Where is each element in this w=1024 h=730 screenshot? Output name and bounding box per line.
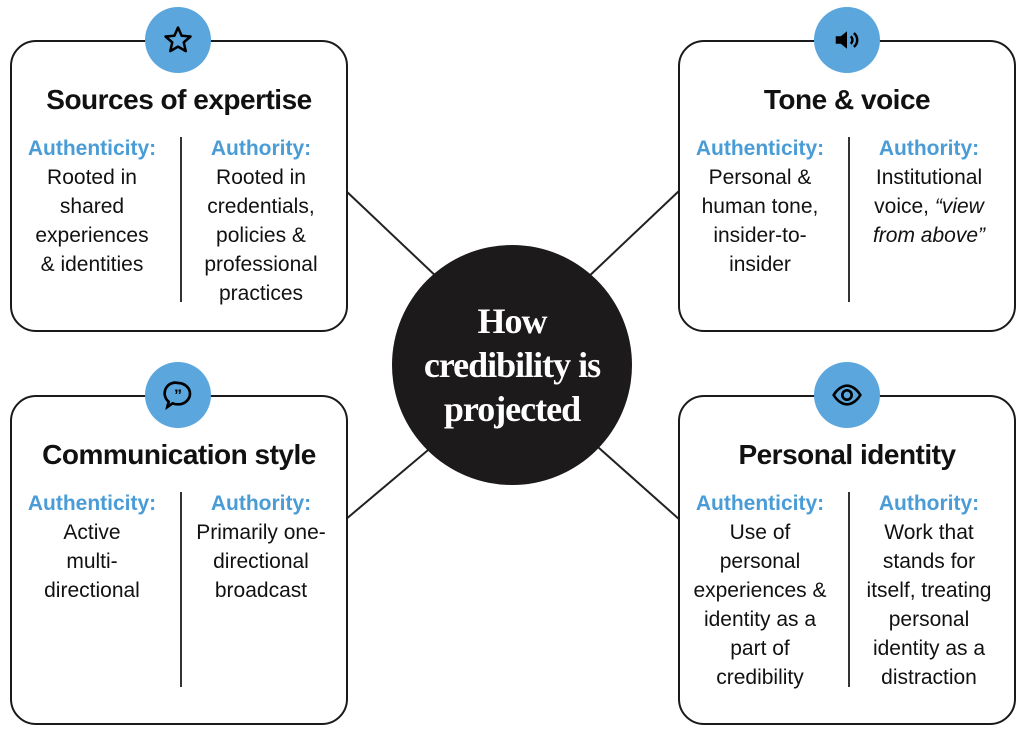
authority-label: Authority: — [878, 492, 980, 515]
divider — [180, 492, 182, 687]
star-icon — [145, 7, 211, 73]
speaker-icon — [814, 7, 880, 73]
center-circle: How credibility is projected — [392, 245, 632, 485]
divider — [180, 137, 182, 302]
authority-label: Authority: — [878, 137, 980, 160]
authority-text: Work that stands for itself, treating pe… — [866, 521, 992, 689]
box-communication-style: Communication style Authenticity: Active … — [10, 395, 348, 725]
authority-label: Authority: — [210, 137, 312, 160]
authenticity-label: Authenticity: — [695, 137, 825, 160]
divider — [848, 137, 850, 302]
authority-quote: “view from above” — [872, 195, 986, 247]
svg-text:”: ” — [174, 387, 182, 404]
authenticity-text: Rooted in shared experiences & identitie… — [35, 166, 149, 276]
authenticity-label: Authenticity: — [27, 137, 157, 160]
authority-text: Primarily one-directional broadcast — [196, 521, 326, 602]
authority-label: Authority: — [210, 492, 312, 515]
eye-icon — [814, 362, 880, 428]
authority-text: Rooted in credentials, policies & profes… — [204, 166, 318, 305]
authenticity-text: Personal & human tone, insider-to-inside… — [701, 166, 819, 276]
authenticity-text: Use of personal experiences & identity a… — [693, 521, 827, 689]
box-tone-and-voice: Tone & voice Authenticity: Personal & hum… — [678, 40, 1016, 332]
authority-text: Institutional voice, — [874, 166, 983, 218]
center-title: How credibility is projected — [423, 301, 601, 429]
box-personal-identity: Personal identity Authenticity: Use of pe… — [678, 395, 1016, 725]
authenticity-label: Authenticity: — [27, 492, 157, 515]
authenticity-label: Authenticity: — [695, 492, 825, 515]
quote-bubble-icon: ” — [145, 362, 211, 428]
box-title: Tone & voice — [763, 84, 931, 115]
divider — [848, 492, 850, 687]
box-title: Personal identity — [738, 439, 956, 470]
authenticity-text: Active multi-directional — [44, 521, 140, 602]
box-title: Sources of expertise — [46, 84, 312, 115]
box-title: Communication style — [42, 439, 316, 470]
box-sources-of-expertise: Sources of expertise Authenticity: Rooted… — [10, 40, 348, 332]
